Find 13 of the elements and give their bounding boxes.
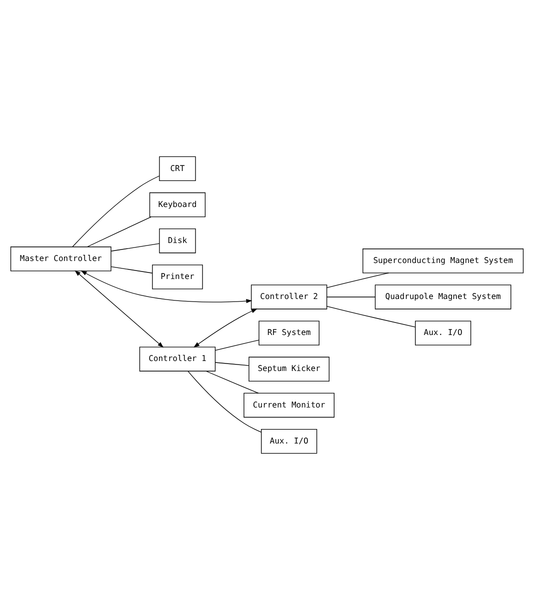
connector: [110, 243, 160, 252]
connector: [87, 216, 152, 248]
connector: [215, 340, 260, 351]
connector: [188, 370, 262, 433]
connector: [326, 296, 376, 298]
connector: [206, 370, 259, 394]
connector: [110, 266, 153, 274]
arrow: [80, 270, 252, 304]
arrow: [194, 308, 258, 348]
arrow: [74, 270, 164, 348]
connector: [215, 362, 250, 366]
connector: [326, 306, 416, 328]
connector: [72, 176, 160, 248]
